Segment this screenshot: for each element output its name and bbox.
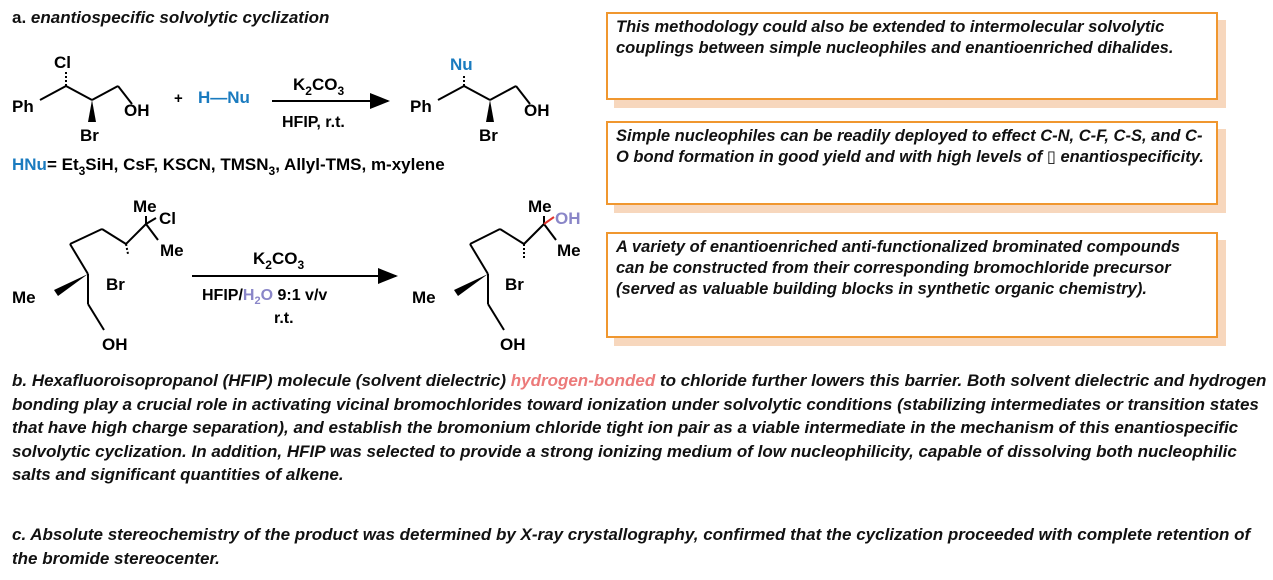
reaction2-product [454,216,557,331]
sm2-oh: OH [102,335,128,354]
reaction2-starting-material [54,216,159,331]
reaction1-starting-material [39,70,133,122]
section-c-paragraph: c. Absolute stereochemistry of the produ… [12,525,1251,568]
section-b-paragraph: b. Hexafluoroisopropanol (HFIP) molecule… [12,369,1272,487]
section-a-heading: enantiospecific solvolytic cyclization [30,8,330,27]
section-b-text-2: to chloride further lowers this barrier.… [12,371,1267,484]
prod2-me1: Me [528,197,552,216]
section-a-label: a. [12,8,31,27]
sm2-me1: Me [133,197,157,216]
reaction2-conditions-mid: HFIP/H2O 9:1 v/v [202,287,327,307]
reaction1-conditions-bottom: HFIP, r.t. [282,114,345,131]
reaction2-conditions-bottom: r.t. [274,310,294,327]
reaction1-conditions-top: K2CO3 [293,75,344,98]
section-b-text-1: b. Hexafluoroisopropanol (HFIP) molecule… [12,371,511,390]
sm1-cl: Cl [54,53,71,72]
prod1-oh: OH [524,101,550,120]
info-box-brominated-compounds: A variety of enantioenriched anti-functi… [606,232,1218,338]
reaction1-product [437,74,531,122]
sm1-ph: Ph [12,97,34,116]
info-box-intermolecular: This methodology could also be extended … [606,12,1218,100]
sm1-oh: OH [124,101,150,120]
hnu-list: HNu= Et3SiH, CsF, KSCN, TMSN3, Allyl-TMS… [12,155,445,178]
sm2-me3: Me [12,288,36,307]
prod2-me2: Me [557,241,581,260]
reaction-scheme: Cl Ph OH Br + H—Nu K2CO3 HFIP, r.t. Nu P… [12,53,581,354]
prod1-nu: Nu [450,55,473,74]
section-a-title: a. enantiospecific solvolytic cyclizatio… [12,8,329,28]
prod2-oh2: OH [500,335,526,354]
sm2-br: Br [106,275,125,294]
hnu-reagent: H—Nu [198,88,250,107]
info-box-nucleophiles: Simple nucleophiles can be readily deplo… [606,121,1218,205]
new-c-o-bond [543,216,555,225]
prod2-br: Br [505,275,524,294]
section-b-highlight: hydrogen-bonded [510,371,656,390]
plus-sign: + [174,90,183,107]
prod2-oh1: OH [555,209,581,228]
sm2-cl: Cl [159,209,176,228]
prod2-me3: Me [412,288,436,307]
sm2-me2: Me [160,241,184,260]
reaction2-conditions-top: K2CO3 [253,249,304,272]
prod1-br: Br [479,126,498,145]
prod1-ph: Ph [410,97,432,116]
sm1-br: Br [80,126,99,145]
